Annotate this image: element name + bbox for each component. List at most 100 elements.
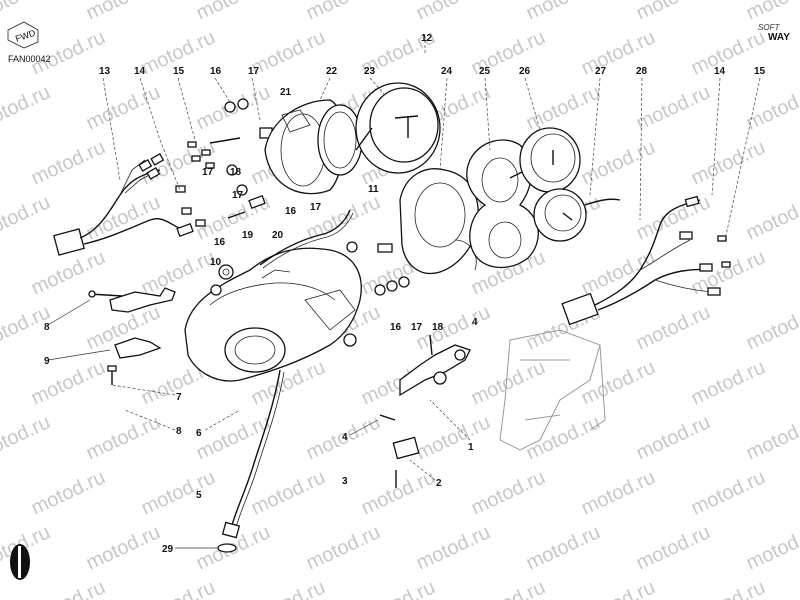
watermark-text: motod.ru bbox=[28, 136, 109, 189]
right-connector-block bbox=[561, 292, 599, 326]
housing-opening bbox=[224, 327, 286, 373]
lower-mount bbox=[379, 334, 471, 488]
watermark-text: motod.ru bbox=[0, 81, 54, 134]
callout-8-top: 8 bbox=[44, 322, 50, 333]
watermark-text: motod.ru bbox=[743, 81, 800, 134]
speedometer-gauge-23 bbox=[355, 82, 441, 174]
callout-3: 3 bbox=[342, 476, 348, 487]
watermark-text: motod.ru bbox=[743, 411, 800, 464]
watermark-text: motod.ru bbox=[523, 411, 604, 464]
callout-17-e: 17 bbox=[411, 322, 423, 333]
watermark-text: motod.ru bbox=[688, 576, 769, 600]
callout-15: 15 bbox=[173, 66, 185, 77]
watermark-text: motod.ru bbox=[633, 0, 714, 25]
grommets-16-17-18 bbox=[346, 241, 410, 296]
gauge-27 bbox=[533, 188, 621, 242]
bezel-25 bbox=[466, 139, 539, 269]
brand-top: SOFT bbox=[758, 23, 780, 32]
watermark-text: motod.ru bbox=[633, 411, 714, 464]
watermark-text: motod.ru bbox=[578, 466, 659, 519]
watermark-text: motod.ru bbox=[578, 356, 659, 409]
callout-16-b: 16 bbox=[285, 206, 297, 217]
callout-4-top: 4 bbox=[472, 317, 478, 328]
watermark-text: motod.ru bbox=[633, 81, 714, 134]
watermark-text: motod.ru bbox=[743, 301, 800, 354]
corner-mark bbox=[10, 544, 30, 580]
gauge-ring bbox=[317, 104, 363, 176]
callout-15-right: 15 bbox=[754, 66, 766, 77]
callout-14-right: 14 bbox=[714, 66, 726, 77]
watermark-text: motod.ru bbox=[413, 411, 494, 464]
faceplate-24 bbox=[399, 168, 479, 275]
callout-26: 26 bbox=[519, 66, 531, 77]
cable-20 bbox=[259, 209, 351, 266]
watermark-text: motod.ru bbox=[633, 301, 714, 354]
watermark-text: motod.ru bbox=[83, 521, 164, 574]
watermark-text: motod.ru bbox=[523, 81, 604, 134]
rubber-mount-2 bbox=[392, 436, 420, 460]
watermark-text: motod.ru bbox=[303, 0, 384, 25]
callout-6: 6 bbox=[196, 428, 202, 439]
callout-22: 22 bbox=[326, 66, 338, 77]
watermark-text: motod.ru bbox=[688, 136, 769, 189]
callout-18-a: 18 bbox=[230, 167, 242, 178]
watermark-text: motod.ru bbox=[468, 576, 549, 600]
watermark-text: motod.ru bbox=[578, 576, 659, 600]
watermark-text: motod.ru bbox=[578, 136, 659, 189]
callout-14: 14 bbox=[134, 66, 146, 77]
callout-7: 7 bbox=[176, 392, 182, 403]
watermark-text: motod.ru bbox=[28, 246, 109, 299]
watermark-text: motod.ru bbox=[83, 411, 164, 464]
callout-10: 10 bbox=[210, 257, 222, 268]
watermark-text: motod.ru bbox=[138, 246, 219, 299]
brand-bottom: WAY bbox=[768, 32, 790, 43]
left-connector-block bbox=[53, 228, 85, 256]
callout-25: 25 bbox=[479, 66, 491, 77]
callout-8-bottom: 8 bbox=[176, 426, 182, 437]
callout-19-top: 17 bbox=[232, 190, 244, 201]
watermark-text: motod.ru bbox=[28, 26, 109, 79]
watermark-text: motod.ru bbox=[193, 0, 274, 25]
callout-16-c: 16 bbox=[214, 237, 226, 248]
callout-2: 2 bbox=[436, 478, 442, 489]
callout-17-d: 17 bbox=[310, 202, 322, 213]
watermark-text: motod.ru bbox=[413, 521, 494, 574]
watermark-text: motod.ru bbox=[523, 0, 604, 25]
watermark-text: motod.ru bbox=[358, 576, 439, 600]
watermark-text: motod.ru bbox=[28, 356, 109, 409]
callout-16-d: 16 bbox=[390, 322, 402, 333]
watermark-text: motod.ru bbox=[633, 191, 714, 244]
watermark-text: motod.ru bbox=[0, 0, 54, 25]
left-wiring-harness bbox=[53, 153, 206, 256]
fwd-logo-text: FWD bbox=[14, 27, 37, 44]
watermark-text: motod.ru bbox=[303, 521, 384, 574]
watermark-text: motod.ru bbox=[83, 81, 164, 134]
watermark-text: motod.ru bbox=[28, 466, 109, 519]
callout-1: 1 bbox=[468, 442, 474, 453]
callout-24: 24 bbox=[441, 66, 453, 77]
watermark-text: motod.ru bbox=[83, 0, 164, 25]
fwd-logo: FWD bbox=[7, 21, 39, 49]
callout-5: 5 bbox=[196, 490, 202, 501]
callout-21: 21 bbox=[280, 87, 292, 98]
callout-4-bottom: 4 bbox=[342, 432, 348, 443]
watermark-text: motod.ru bbox=[688, 356, 769, 409]
callout-12: 12 bbox=[421, 33, 433, 44]
callout-13: 13 bbox=[99, 66, 111, 77]
watermark-text: motod.ru bbox=[83, 191, 164, 244]
watermark-text: motod.ru bbox=[248, 466, 329, 519]
watermark-text: motod.ru bbox=[743, 191, 800, 244]
softway-logo: SOFT WAY bbox=[758, 23, 790, 43]
watermark-text: motod.ru bbox=[633, 521, 714, 574]
callout-19: 19 bbox=[242, 230, 254, 241]
diagram-code: FAN00042 bbox=[8, 54, 51, 64]
watermark-text: motod.ru bbox=[688, 246, 769, 299]
callout-18-b: 18 bbox=[432, 322, 444, 333]
callout-11: 11 bbox=[368, 184, 379, 195]
watermark-text: motod.ru bbox=[523, 521, 604, 574]
watermark-text: motod.ru bbox=[358, 466, 439, 519]
watermark-text: motod.ru bbox=[28, 576, 109, 600]
callout-17-b: 17 bbox=[202, 167, 214, 178]
watermark-text: motod.ru bbox=[138, 466, 219, 519]
